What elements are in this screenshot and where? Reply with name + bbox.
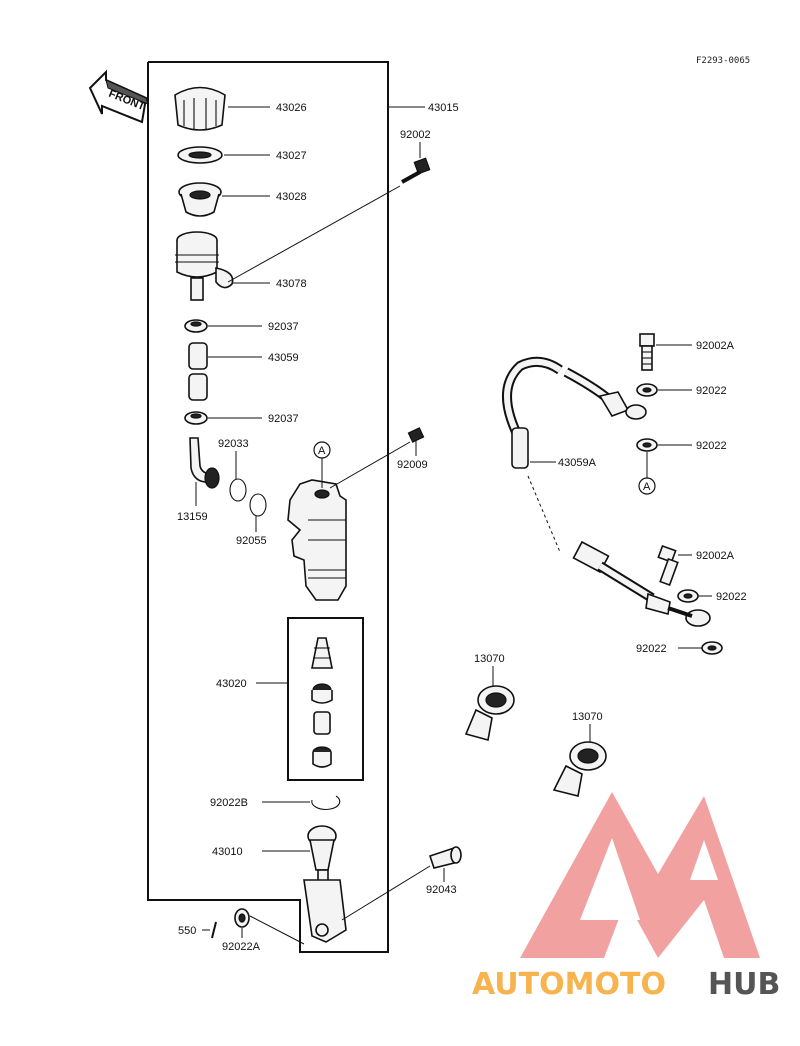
label-92043: 92043 xyxy=(426,884,457,896)
piston-kit-parts xyxy=(311,637,333,768)
banjo-bolt-upper xyxy=(639,333,655,371)
label-92022-2: 92022 xyxy=(696,440,727,452)
label-92002a-mid: 92002A xyxy=(696,550,735,562)
label-43059a: 43059A xyxy=(558,457,597,469)
piston-kit-box xyxy=(287,617,364,781)
label-92002a-top: 92002A xyxy=(696,340,735,352)
label-92037-lower: 92037 xyxy=(268,413,299,425)
o-ring-92055 xyxy=(249,493,267,517)
hose-clamp-lower xyxy=(184,411,208,425)
reservoir xyxy=(175,231,234,301)
label-43059: 43059 xyxy=(268,352,299,364)
label-43027: 43027 xyxy=(276,150,307,162)
cap-plate xyxy=(177,146,223,164)
label-43028: 43028 xyxy=(276,191,307,203)
washer-92022-1 xyxy=(636,383,658,397)
label-92022-1: 92022 xyxy=(696,385,727,397)
diaphragm xyxy=(178,182,222,217)
circlip-92033 xyxy=(229,478,247,502)
label-13070-a: 13070 xyxy=(474,653,505,665)
banjo-bolt-lower xyxy=(657,544,679,587)
hose-clamp-upper xyxy=(184,319,208,333)
bleeder-92009 xyxy=(407,427,425,443)
label-43026: 43026 xyxy=(276,102,307,114)
label-92002: 92002 xyxy=(400,129,431,141)
reservoir-hose xyxy=(188,342,208,401)
washer-92022a-low xyxy=(234,908,250,928)
label-92022b: 92022B xyxy=(210,797,248,809)
hose-elbow xyxy=(189,437,220,489)
bolt-92002 xyxy=(401,157,431,184)
clevis-pin xyxy=(428,846,462,869)
label-43015: 43015 xyxy=(428,102,459,114)
automotohub-logo xyxy=(520,792,760,958)
circlip-92022b xyxy=(311,795,341,811)
svg-text:A: A xyxy=(318,445,326,457)
label-92022-4: 92022 xyxy=(636,643,667,655)
label-92033: 92033 xyxy=(218,438,249,450)
push-rod xyxy=(303,825,347,943)
label-92055: 92055 xyxy=(236,535,267,547)
label-92037-upper: 92037 xyxy=(268,321,299,333)
label-92022a-low: 92022A xyxy=(222,941,261,953)
brake-hose xyxy=(502,356,711,627)
ref-marker-a-right: A xyxy=(638,477,656,495)
washer-92022-3 xyxy=(677,589,699,603)
svg-text:A: A xyxy=(643,481,651,493)
assembly-frame xyxy=(147,61,389,953)
hose-clamp-13070-a xyxy=(464,685,515,742)
label-43020: 43020 xyxy=(216,678,247,690)
washer-92022-2 xyxy=(636,438,658,452)
label-43010: 43010 xyxy=(212,846,243,858)
hose-clamp-13070-b xyxy=(552,741,607,797)
watermark-brand-2: HUB xyxy=(708,967,780,1002)
label-92022-3: 92022 xyxy=(716,591,747,603)
label-43078: 43078 xyxy=(276,278,307,290)
washer-92022-4 xyxy=(701,641,723,655)
doc-code: F2293-0065 xyxy=(696,56,750,66)
label-13070-b: 13070 xyxy=(572,711,603,723)
front-arrow-icon: FRONT xyxy=(88,69,149,124)
watermark-brand-1: AUTOMOTO xyxy=(472,967,666,1002)
ref-marker-a-left: A xyxy=(313,441,331,459)
cotter-pin xyxy=(211,921,217,939)
master-cylinder-body xyxy=(287,479,347,601)
label-92009: 92009 xyxy=(397,459,428,471)
reservoir-cap xyxy=(174,86,226,131)
label-13159: 13159 xyxy=(177,511,208,523)
label-550: 550 xyxy=(178,925,196,937)
